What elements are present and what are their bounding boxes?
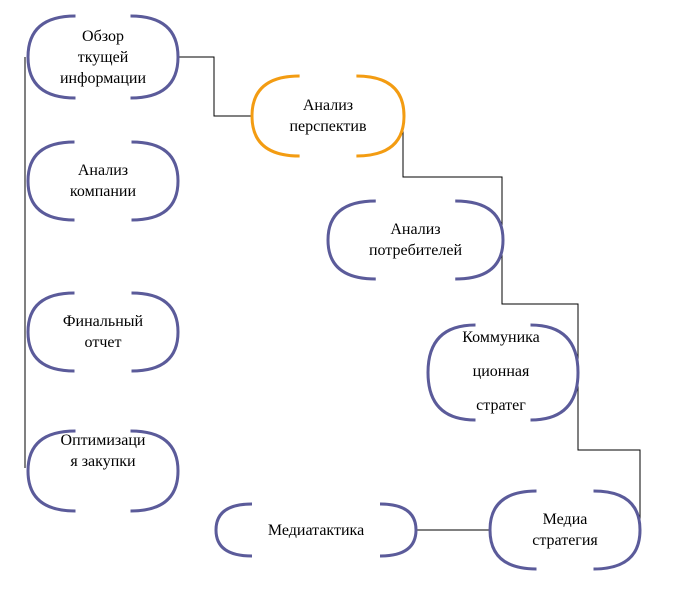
node-mediastrategy-right-bracket	[593, 489, 642, 571]
node-purchase-opt-right-bracket	[130, 429, 180, 513]
node-final-report-left-bracket	[26, 291, 75, 373]
node-communication-right-bracket	[530, 323, 580, 422]
node-consumers-line: Анализ	[390, 221, 441, 238]
node-purchase-opt-left-bracket	[26, 429, 76, 513]
node-overview-line: Обзор	[82, 27, 124, 45]
node-mediatactics-right-bracket	[379, 502, 418, 558]
node-mediatactics-line: Медиатактика	[267, 521, 365, 539]
node-company-line: компании	[69, 183, 137, 200]
node-final-report[interactable]: Финальный отчет	[28, 292, 178, 372]
connectors	[24, 56, 641, 531]
node-mediatactics[interactable]: Медиатактика	[216, 504, 416, 556]
connector-consumers-communication	[501, 240, 579, 372]
node-purchase-optimization-line: Оптимизаци	[60, 432, 146, 449]
node-consumers-right-bracket	[455, 199, 505, 281]
node-consumers-left-bracket	[326, 199, 376, 281]
node-prospects-left-bracket	[250, 74, 300, 158]
node-purchase-optimization[interactable]: Оптимизаци я закупки	[22, 428, 184, 474]
node-communication-left-bracket	[426, 323, 476, 422]
node-prospects-line: Анализ	[302, 97, 354, 114]
node-company[interactable]: Анализ компании	[28, 142, 178, 220]
node-communication-line: ционная	[472, 363, 530, 380]
node-final-report-line: отчет	[84, 334, 122, 351]
node-overview-line: информации	[59, 69, 147, 87]
node-mediastrategy[interactable]: Медиа стратегия	[490, 490, 640, 570]
node-company-line: Анализ	[77, 162, 129, 179]
node-consumers[interactable]: Анализ потребителей	[328, 201, 503, 279]
node-company-left-bracket	[26, 140, 75, 222]
connector-overview-prospects	[179, 56, 252, 117]
node-mediastrategy-line: стратегия	[532, 532, 598, 549]
node-communication-line: Коммуника	[462, 329, 540, 346]
node-prospects[interactable]: Анализ перспектив	[252, 76, 404, 156]
node-purchase-optimization-line: я закупки	[70, 453, 136, 470]
node-final-report-right-bracket	[131, 291, 180, 373]
connector-prospects-consumers	[402, 116, 503, 240]
node-prospects-line: перспектив	[289, 118, 367, 135]
node-overview[interactable]: Обзор ткущей информации	[28, 14, 178, 100]
node-mediatactics-left-bracket	[214, 502, 253, 558]
node-overview-right-bracket	[130, 14, 180, 100]
node-communication-line: стратег	[476, 397, 526, 414]
node-overview-line: ткущей	[77, 48, 129, 66]
node-mediastrategy-left-bracket	[488, 489, 537, 571]
node-mediastrategy-line: Медиа	[542, 511, 588, 528]
node-overview-left-bracket	[26, 14, 76, 100]
node-final-report-line: Финальный	[62, 313, 144, 330]
node-company-right-bracket	[131, 140, 180, 222]
connector-communication-mediastrategy	[577, 372, 641, 530]
node-communication[interactable]: Коммуника ционная стратег	[426, 322, 576, 422]
node-consumers-line: потребителей	[368, 242, 463, 259]
node-prospects-right-bracket	[356, 74, 406, 158]
